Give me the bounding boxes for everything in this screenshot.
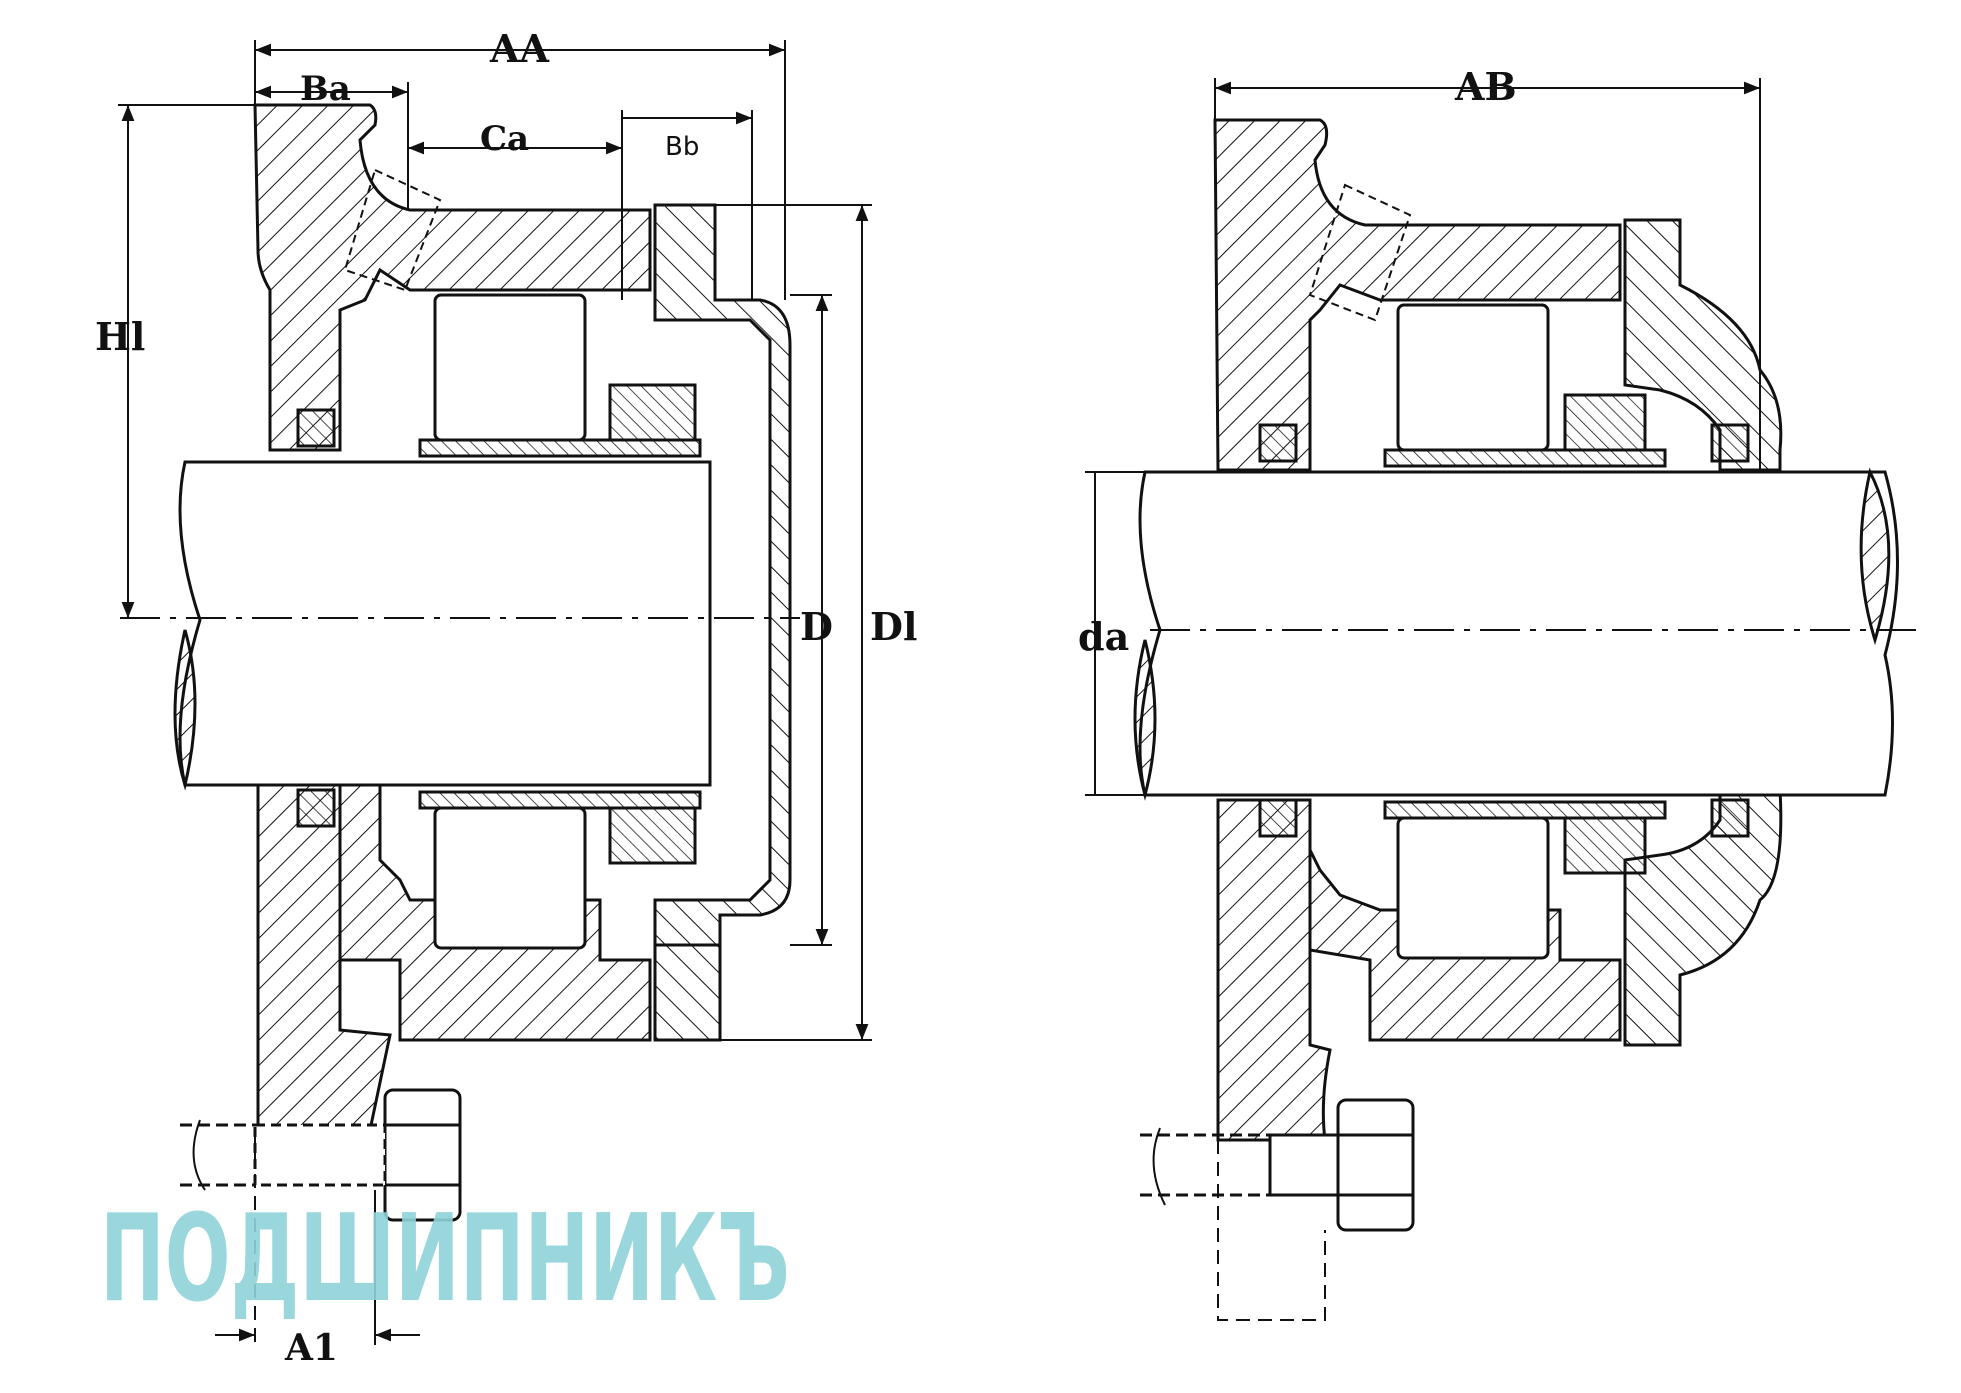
seal-lower <box>296 788 336 828</box>
sleeve-upper <box>418 438 702 458</box>
right-dimensions <box>1085 78 1761 796</box>
seal-right-upper-a <box>1258 423 1298 463</box>
roller-right-lower <box>1396 816 1550 960</box>
shaft-break <box>173 629 197 791</box>
locknut-upper <box>608 383 697 442</box>
roller-lower <box>433 806 587 950</box>
cap-lower <box>653 943 722 1042</box>
label-D: D <box>800 604 833 649</box>
shaft-right-break-b <box>1859 467 1891 646</box>
label-Ba: Ba <box>300 69 351 109</box>
flange-upper <box>253 103 652 452</box>
housing-upper <box>1213 118 1622 472</box>
label-Ca: Ca <box>480 119 529 159</box>
locknut-right-upper <box>1563 393 1647 452</box>
label-AB: AB <box>1454 64 1517 109</box>
label-Hl: Hl <box>95 314 145 359</box>
dimension-labels: AA Ba Ca Bb Hl D Dl A1 AB da <box>95 26 1517 1369</box>
label-da: da <box>1078 614 1129 659</box>
shaft <box>178 460 712 787</box>
grease-nipple <box>343 168 442 292</box>
locknut-lower <box>608 806 697 865</box>
watermark-text: ПОДШИПНИКЪ <box>100 1190 790 1329</box>
right-view <box>1133 118 1920 1321</box>
left-view <box>120 103 800 1345</box>
cap-upper <box>653 203 792 947</box>
label-Dl: Dl <box>870 604 917 649</box>
label-Bb: Bb <box>665 132 699 162</box>
shaft-right <box>1138 470 1899 797</box>
label-AA: AA <box>489 26 549 71</box>
sleeve-right-upper <box>1383 448 1667 468</box>
bolt-shank <box>253 1123 387 1187</box>
seal-right-lower-a <box>1258 798 1298 838</box>
roller-upper <box>433 293 587 442</box>
label-A1: A1 <box>284 1327 338 1369</box>
left-dimensions <box>118 40 872 1345</box>
bolt-right-head <box>1336 1098 1415 1232</box>
seal-upper <box>296 408 336 448</box>
grease-nipple-right <box>1308 183 1412 322</box>
roller-right-upper <box>1396 303 1550 452</box>
locknut-right-lower <box>1563 816 1647 875</box>
sleeve-lower <box>418 790 702 810</box>
cap-right-upper <box>1623 218 1783 472</box>
sleeve-right-lower <box>1383 800 1667 820</box>
watermark: ПОДШИПНИКЪ <box>100 1190 790 1329</box>
housing-lower <box>1216 798 1622 1142</box>
bolt-right-shank <box>1268 1133 1340 1197</box>
seal-right-upper-b <box>1710 423 1750 463</box>
seal-right-lower-b <box>1710 798 1750 838</box>
cap-right-lower <box>1623 788 1783 1047</box>
flange-lower <box>256 778 652 1132</box>
